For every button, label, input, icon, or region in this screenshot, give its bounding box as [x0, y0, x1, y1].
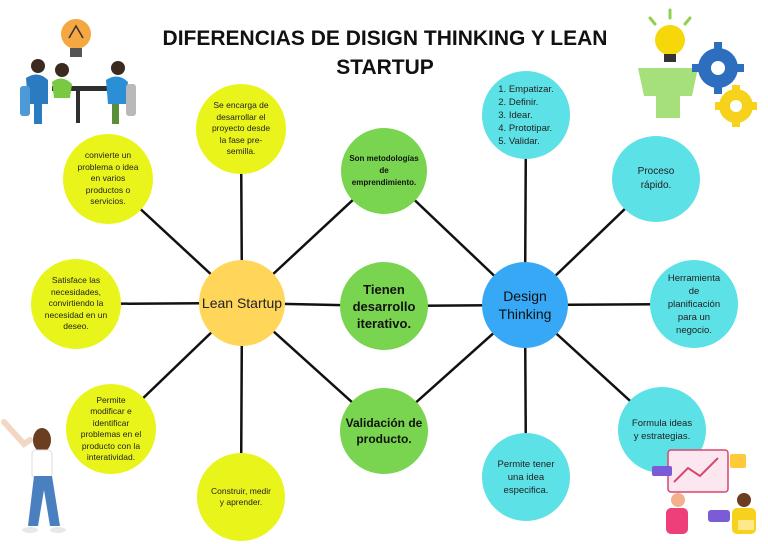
shared-node-top-text: Son metodologías de emprendimiento.: [349, 154, 419, 187]
head-gears-lightbulb-icon: [638, 8, 757, 127]
shared-node-bottom-text: Validación de producto.: [345, 416, 423, 446]
shared-node-middle: Tienen desarrollo iterativo.: [340, 262, 428, 350]
lean-startup-hub-label: Lean Startup: [201, 295, 283, 311]
design-thinking-hub-label: Design Thinking: [498, 288, 552, 322]
design-node-steps: 1. Empatizar. 2. Definir. 3. Idear. 4. P…: [482, 71, 570, 159]
lean-node-bottom: Construir, medir y aprender.: [197, 453, 285, 541]
step-item: 2. Definir.: [498, 96, 539, 108]
person-leaning-icon: [1, 419, 66, 533]
lean-node-bottom-left-text: Permite modificar e identificar problema…: [80, 394, 142, 463]
lean-node-left: Satisface las necesidades, convirtiendo …: [31, 259, 121, 349]
step-item: 1. Empatizar.: [498, 83, 554, 95]
lean-node-top-left-text: convierte un problema o idea en varios p…: [77, 150, 139, 207]
lean-node-left-text: Satisface las necesidades, convirtiendo …: [44, 275, 108, 332]
design-node-bottom: Permite tener una idea especifica.: [482, 433, 570, 521]
lean-node-bottom-text: Construir, medir y aprender.: [211, 485, 271, 508]
design-node-bottom-text: Permite tener una idea especifica.: [497, 458, 555, 496]
analytics-dashboard-icon: [652, 449, 756, 534]
lean-node-top-left: convierte un problema o idea en varios p…: [63, 134, 153, 224]
shared-node-top: Son metodologías de emprendimiento.: [341, 128, 427, 214]
lean-startup-hub: Lean Startup: [199, 260, 285, 346]
design-node-bottom-right: Formula ideas y estrategias.: [618, 387, 706, 473]
design-node-right-text: Herramienta de planificación para un neg…: [667, 272, 721, 336]
design-thinking-hub: Design Thinking: [482, 262, 568, 348]
step-item: 3. Idear.: [498, 109, 533, 121]
shared-node-middle-text: Tienen desarrollo iterativo.: [352, 281, 416, 331]
design-node-bottom-right-text: Formula ideas y estrategias.: [631, 418, 693, 442]
step-item: 5. Validar.: [498, 135, 540, 147]
step-item: 4. Prototipar.: [498, 122, 553, 134]
team-meeting-lightbulb-icon: [20, 19, 136, 124]
design-node-right: Herramienta de planificación para un neg…: [650, 260, 738, 348]
steps-list: 1. Empatizar. 2. Definir. 3. Idear. 4. P…: [498, 83, 553, 148]
lean-node-top-text: Se encarga de desarrollar el proyecto de…: [211, 100, 271, 157]
shared-node-bottom: Validación de producto.: [340, 388, 428, 474]
page-title: DIFERENCIAS DE DISIGN THINKING Y LEAN ST…: [162, 27, 608, 79]
lean-node-bottom-left: Permite modificar e identificar problema…: [66, 384, 156, 474]
lean-node-top: Se encarga de desarrollar el proyecto de…: [196, 84, 286, 174]
design-node-top-right-text: Proceso rápido.: [637, 166, 675, 191]
design-node-top-right: Proceso rápido.: [612, 136, 700, 222]
